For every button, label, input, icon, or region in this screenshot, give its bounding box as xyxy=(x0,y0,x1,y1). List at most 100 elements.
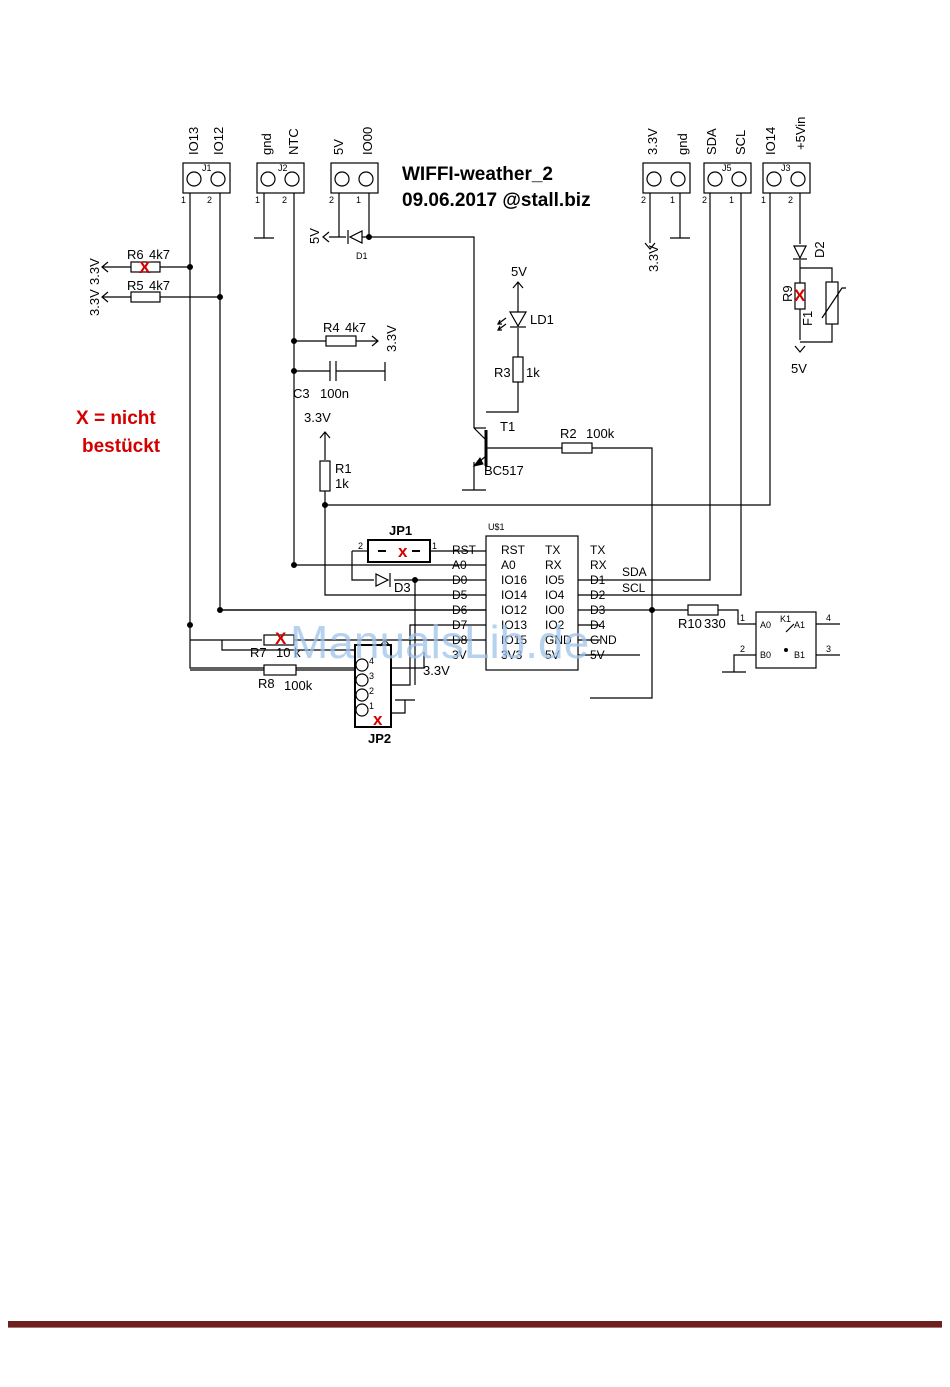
resistor-r9-ref: R9 xyxy=(780,285,795,302)
pin-number: 1 xyxy=(761,195,766,205)
resistor-r6: R6 4k7 X xyxy=(127,247,170,277)
connector-j5a-pin2-label: gnd xyxy=(675,133,690,155)
connector-j5a-pin1-label: 3.3V xyxy=(645,128,660,155)
module-pin-inner-right: IO0 xyxy=(545,603,565,617)
pin-number: 1 xyxy=(740,613,745,623)
resistor-r3-ref: R3 xyxy=(494,365,511,380)
not-populated-mark: X xyxy=(275,629,287,648)
module-ref: U$1 xyxy=(488,522,505,532)
resistor-r1-ref: R1 xyxy=(335,461,352,476)
diode-d1: 5V D1 xyxy=(307,228,368,261)
module-pin-outer-right: D1 xyxy=(590,573,606,587)
resistor-r6-ref: R6 xyxy=(127,247,144,262)
pin-number: 2 xyxy=(358,541,363,551)
pin-number: 2 xyxy=(641,195,646,205)
connector-j4: 5V IO00 2 1 xyxy=(329,127,379,205)
rail-label-3v3: 3.3V xyxy=(384,325,399,352)
rail-label-3v3: 3.3V xyxy=(646,245,661,272)
fuse-f1-ref: F1 xyxy=(800,311,815,326)
jumper-jp2: 4 3 2 1 x JP2 xyxy=(354,644,392,746)
footer-rule xyxy=(8,1321,942,1328)
connector-j1-pin1-label: IO13 xyxy=(186,127,201,155)
transistor-t1-ref: T1 xyxy=(500,419,515,434)
module-pin-outer-left: D8 xyxy=(452,633,468,647)
pin-number: 2 xyxy=(369,686,374,696)
connector-j1-ref: J1 xyxy=(202,163,212,173)
connector-j1-pin2-label: IO12 xyxy=(211,127,226,155)
module-pin-inner-left: IO16 xyxy=(501,573,527,587)
pin-number: 1 xyxy=(356,195,361,205)
pin-number: 2 xyxy=(282,195,287,205)
resistor-r2: R2 100k xyxy=(560,426,615,454)
connector-j1: J1 IO13 IO12 1 2 xyxy=(181,127,231,205)
connector-j5-pin1-label: SDA xyxy=(704,128,719,155)
module-pin-outer-right: D3 xyxy=(590,603,606,617)
diode-d3: D3 xyxy=(375,573,411,595)
connector-j5a: 3.3V gnd 2 1 xyxy=(641,128,691,205)
resistor-r2-value: 100k xyxy=(586,426,615,441)
resistor-r4: R4 4k7 3.3V xyxy=(323,320,399,352)
diode-d2: D2 xyxy=(793,241,827,260)
jumper-jp2-ref: JP2 xyxy=(368,731,391,746)
resistor-r6-value: 4k7 xyxy=(149,247,170,262)
resistor-r1-value: 1k xyxy=(335,476,349,491)
diode-d2-ref: D2 xyxy=(812,241,827,258)
module-pin-inner-right: IO5 xyxy=(545,573,565,587)
capacitor-c3: 100n C3 xyxy=(293,361,349,401)
led-ld1: 5V LD1 xyxy=(497,264,554,331)
resistor-r3: R3 1k xyxy=(494,356,540,383)
resistor-r7-ref: R7 xyxy=(250,645,267,660)
module-pin-outer-right: RX xyxy=(590,558,607,572)
title-line-2: 09.06.2017 @stall.biz xyxy=(402,190,591,211)
connector-j2-ref: J2 xyxy=(278,163,288,173)
module-pin-inner-left: IO12 xyxy=(501,603,527,617)
not-populated-note-line-2: bestückt xyxy=(82,436,161,457)
resistor-r4-value: 4k7 xyxy=(345,320,366,335)
pin-number: 2 xyxy=(207,195,212,205)
pin-number: 2 xyxy=(329,195,334,205)
module-pin-outer-right: TX xyxy=(590,543,605,557)
rail-label-5v: 5V xyxy=(307,228,322,244)
connector-j5: J5 SDA SCL 2 1 xyxy=(702,128,752,205)
relay-k1-ref: K1 xyxy=(780,614,791,624)
not-populated-mark: X xyxy=(794,286,806,305)
jumper-jp1-ref: JP1 xyxy=(389,523,412,538)
connector-j4-pin1-label: 5V xyxy=(331,139,346,155)
relay-k1: K1 A0 A1 B0 B1 1 2 4 3 xyxy=(740,611,831,669)
module-pin-inner-left: IO13 xyxy=(501,618,527,632)
module-pin-inner-left: IO14 xyxy=(501,588,527,602)
module-pin-inner-left: RST xyxy=(501,543,526,557)
connector-j2-pin1-label: gnd xyxy=(259,133,274,155)
module-pin-labels: RSTA0IO16IO14IO12IO13IO153V3TXRXIO5IO4IO… xyxy=(452,543,617,662)
pin-number: 1 xyxy=(255,195,260,205)
pin-number: 2 xyxy=(702,195,707,205)
resistor-r8-ref: R8 xyxy=(258,676,275,691)
resistor-r5-value: 4k7 xyxy=(149,278,170,293)
module-pin-inner-left: IO15 xyxy=(501,633,527,647)
connector-j2: J2 gnd NTC 1 2 xyxy=(255,128,305,205)
connector-j3-ref: J3 xyxy=(781,163,791,173)
module-pin-inner-right: IO4 xyxy=(545,588,565,602)
fuse-f1: F1 xyxy=(800,281,846,326)
module-pin-outer-right: D2 xyxy=(590,588,606,602)
module-pin-outer-left: RST xyxy=(452,543,477,557)
pin-number: 2 xyxy=(740,644,745,654)
pin-number: 1 xyxy=(181,195,186,205)
module-pin-inner-left: A0 xyxy=(501,558,516,572)
module-pin-inner-right: 5V xyxy=(545,648,560,662)
pin-number: 1 xyxy=(729,195,734,205)
module-pin-outer-left: D6 xyxy=(452,603,468,617)
resistor-r9: R9 X xyxy=(780,282,806,310)
transistor-t1: T1 BC517 xyxy=(472,419,524,478)
resistor-r8: R8 100k xyxy=(258,664,313,693)
wiring xyxy=(102,193,840,714)
diode-d3-ref: D3 xyxy=(394,580,411,595)
resistor-r8-value: 100k xyxy=(284,678,313,693)
pin-number: 4 xyxy=(826,613,831,623)
connector-j5-pin2-label: SCL xyxy=(733,130,748,155)
resistor-r7-value: 10 k xyxy=(276,645,301,660)
module-pin-outer-left: D7 xyxy=(452,618,468,632)
module-u1: U$1 RSTA0IO16IO14IO12IO13IO153V3TXRXIO5I… xyxy=(452,522,647,671)
module-pin-outer-right: 5V xyxy=(590,648,605,662)
resistor-r5-ref: R5 xyxy=(127,278,144,293)
